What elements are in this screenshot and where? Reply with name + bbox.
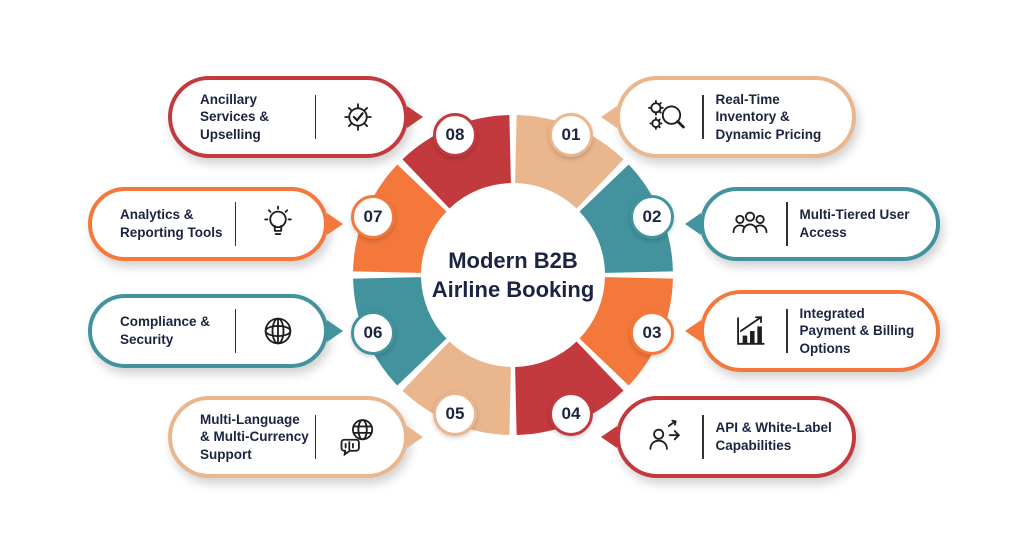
callout-label: Multi-Tiered User Access (799, 207, 910, 240)
lightbulb-icon (256, 202, 300, 246)
callout-pointer (601, 426, 617, 448)
callout-label: Analytics & Reporting Tools (120, 207, 223, 240)
callout-ancillary-services: Ancillary Services & Upselling (168, 76, 423, 158)
donut-segment-08 (402, 115, 511, 209)
callout-pointer (327, 213, 343, 235)
step-badge-06: 06 (351, 311, 395, 355)
donut-segment-07 (353, 164, 447, 273)
callout-label: Real-Time Inventory & Dynamic Pricing (715, 91, 822, 142)
donut-segment-05 (402, 341, 511, 435)
callout-pointer (327, 320, 343, 342)
callout-analytics-reporting: Analytics & Reporting Tools (88, 187, 343, 261)
callout-integrated-payment: Integrated Payment & Billing Options (685, 290, 940, 372)
step-badge-02: 02 (630, 195, 674, 239)
users-icon (728, 202, 772, 246)
callout-pointer (407, 106, 423, 128)
divider (234, 202, 236, 246)
step-badge-05: 05 (433, 392, 477, 436)
divider (314, 415, 316, 459)
divider (234, 309, 236, 353)
donut-segment-02 (579, 164, 673, 273)
step-badge-08: 08 (433, 113, 477, 157)
title-line-2: Airline Booking (431, 276, 595, 302)
donut-segment-01 (515, 115, 624, 209)
callout-pointer (407, 426, 423, 448)
step-badge-01: 01 (549, 113, 593, 157)
callout-label: Ancillary Services & Upselling (200, 91, 270, 142)
callout-api-white-label: API & White-Label Capabilities (601, 396, 856, 478)
callout-label: Integrated Payment & Billing Options (799, 305, 915, 356)
donut-segment-06 (353, 277, 447, 386)
people-share-icon (644, 415, 688, 459)
callout-pointer (685, 213, 701, 235)
step-badge-07: 07 (351, 195, 395, 239)
divider (702, 95, 704, 139)
diagram-title: Modern B2B Airline Booking (393, 247, 633, 304)
callout-label: Multi-Language & Multi-Currency Support (200, 411, 309, 462)
globe-icon (256, 309, 300, 353)
gear-check-icon (336, 95, 380, 139)
callout-label: Compliance & Security (120, 314, 211, 347)
divider (786, 309, 788, 353)
donut-segment-03 (579, 277, 673, 386)
callout-real-time-inventory: Real-Time Inventory & Dynamic Pricing (601, 76, 856, 158)
step-badge-03: 03 (630, 311, 674, 355)
donut-segment-04 (515, 341, 624, 435)
callout-multi-tiered-access: Multi-Tiered User Access (685, 187, 940, 261)
callout-label: API & White-Label Capabilities (715, 420, 832, 453)
callout-pointer (601, 106, 617, 128)
callout-pointer (685, 320, 701, 342)
divider (702, 415, 704, 459)
callout-compliance-security: Compliance & Security (88, 294, 343, 368)
title-line-1: Modern B2B (448, 248, 578, 273)
divider (786, 202, 788, 246)
search-gears-icon (644, 95, 688, 139)
donut-chart (353, 115, 673, 435)
divider (314, 95, 316, 139)
callout-multi-language: Multi-Language & Multi-Currency Support (168, 396, 423, 478)
globe-chat-icon (336, 415, 380, 459)
step-badge-04: 04 (549, 392, 593, 436)
chart-growth-icon (728, 309, 772, 353)
